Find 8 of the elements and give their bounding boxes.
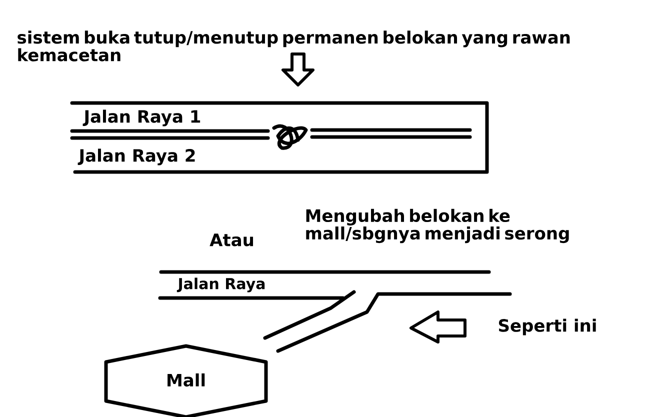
note-text: sistem buka tutup/menutup permanen belokan yang rawan kemacetan [18, 30, 570, 62]
road-label: Jalan Raya [176, 278, 265, 292]
mall-hexagon: Mall [104, 344, 268, 417]
road-label: Jalan Raya 1 [82, 110, 200, 126]
note-text: Mengubah belokan ke mall/sbgnya menjadi serong [306, 208, 569, 244]
note-text: Seperti ini [498, 318, 596, 336]
road-label: Jalan Raya 2 [78, 148, 195, 166]
note-text: Atau [210, 234, 254, 246]
